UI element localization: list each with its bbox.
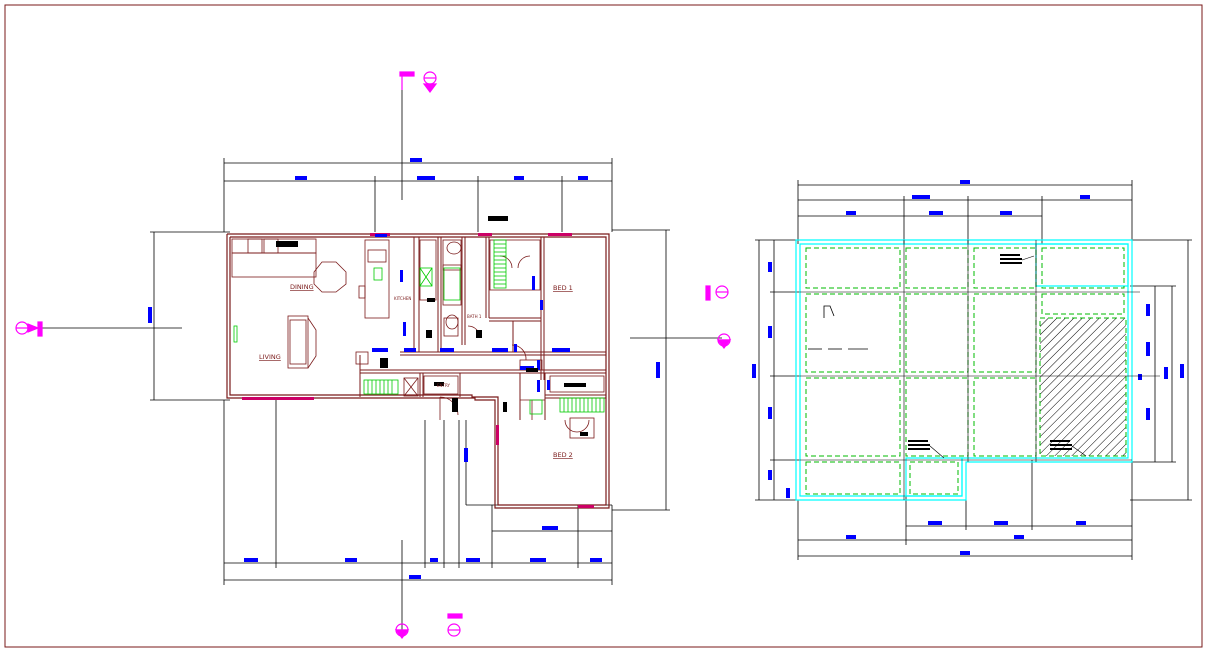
floor-plan-bottom-dim-tags xyxy=(244,526,602,579)
plan-black-tags xyxy=(276,216,588,436)
floor-plan: DINING LIVING KITCHEN BATH 1 BED 1 BED 2… xyxy=(15,71,732,639)
foundation-left-dimensions xyxy=(755,239,800,501)
right-dim-tag xyxy=(656,362,660,378)
floor-plan-left-dimensions xyxy=(150,231,230,401)
foundation-tag-leaders xyxy=(929,255,1087,459)
foundation-outline xyxy=(795,239,1133,501)
plan-blue-tags xyxy=(372,234,570,392)
room-label-bed1: BED 1 xyxy=(553,284,573,292)
room-label-entry: ENTRY xyxy=(437,383,450,388)
foundation-misc-marks xyxy=(808,305,868,350)
room-label-bed2: BED 2 xyxy=(553,451,573,459)
foundation-top-dimensions xyxy=(797,180,1133,244)
foundation-right-dimensions xyxy=(1130,239,1192,501)
furniture xyxy=(231,238,605,439)
foundation-black-tags xyxy=(908,254,1072,450)
left-dim-tag xyxy=(148,307,152,323)
room-label-dining: DINING xyxy=(290,283,314,291)
section-marker-top xyxy=(399,71,438,93)
green-fixtures xyxy=(233,239,605,415)
foundation-top-dim-tags xyxy=(846,180,1090,215)
foundation-bottom-dim-tags xyxy=(846,521,1086,555)
hatched-slab-area xyxy=(1039,317,1127,457)
foundation-axis-lines xyxy=(800,240,1160,500)
section-marker-bottom xyxy=(394,613,463,639)
foundation-grid xyxy=(805,247,1125,495)
section-cut-lines xyxy=(40,77,722,630)
floor-plan-bottom-dimensions xyxy=(223,400,613,585)
section-marker-left xyxy=(15,321,43,337)
exterior-walls xyxy=(226,233,610,509)
floor-plan-top-dimensions xyxy=(223,158,613,232)
foundation-plan xyxy=(752,180,1192,560)
sheet-border xyxy=(4,4,1203,648)
floor-plan-top-dim-tags xyxy=(295,158,588,180)
foundation-left-dim-tags xyxy=(752,262,790,498)
foundation-right-dim-tags xyxy=(1138,304,1184,420)
section-cut-marker-icon xyxy=(15,71,732,639)
inner-dim-tag xyxy=(464,448,468,462)
foundation-bottom-dimensions xyxy=(797,460,1133,560)
interior-walls xyxy=(359,237,606,420)
section-marker-right xyxy=(705,285,732,349)
room-labels: DINING LIVING KITCHEN BATH 1 BED 1 BED 2… xyxy=(259,283,573,459)
room-label-kitchen: KITCHEN xyxy=(394,296,411,301)
room-label-bath: BATH 1 xyxy=(467,314,482,319)
room-label-living: LIVING xyxy=(259,353,281,361)
